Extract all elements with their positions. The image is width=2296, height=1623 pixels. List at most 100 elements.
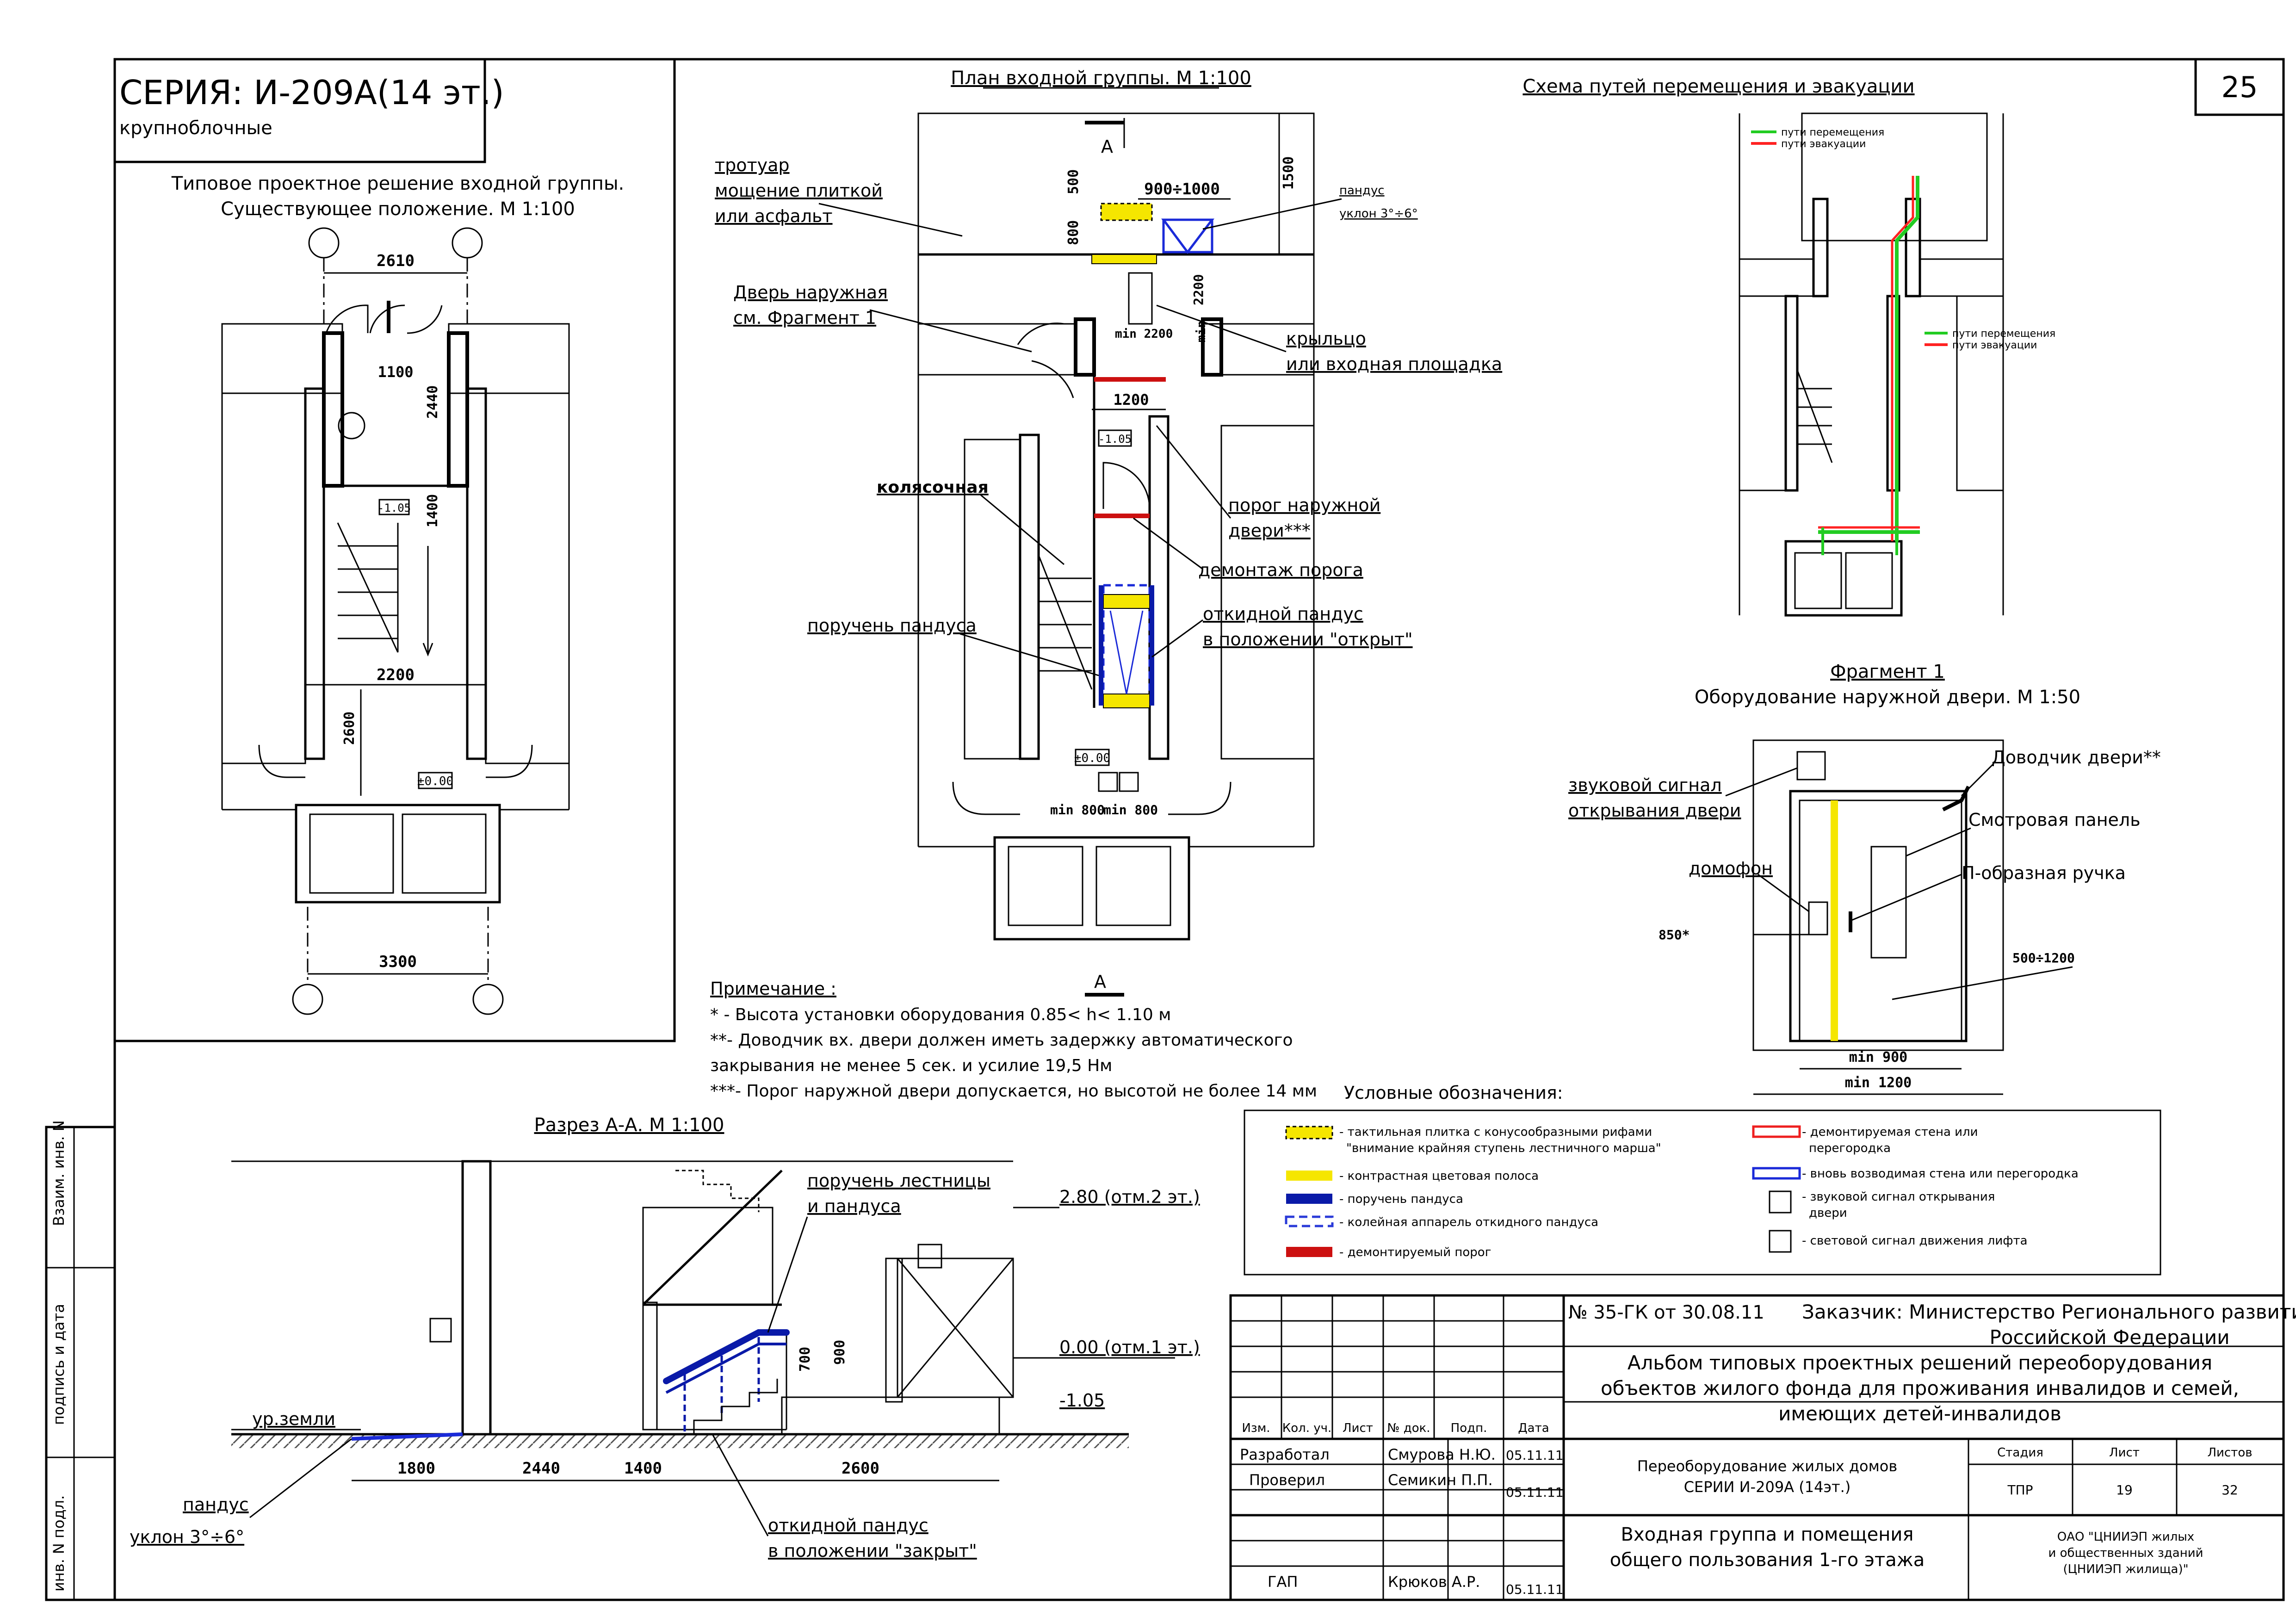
label-porch-1: крыльцо (1286, 328, 1366, 349)
stamp-work-2: СЕРИИ И-209А (14эт.) (1684, 1478, 1851, 1496)
stamp-gap-name: Крюков А.Р. (1388, 1573, 1480, 1591)
note-2: **- Доводчик вх. двери должен иметь заде… (710, 1031, 1293, 1050)
stamp-customer-1: Заказчик: Министерство Регионального раз… (1802, 1301, 2296, 1323)
section-level2: 2.80 (отм.2 эт.) (1059, 1187, 1200, 1207)
label-stroller: колясочная (877, 478, 989, 497)
stamp-album-2: объектов жилого фонда для проживания инв… (1601, 1377, 2239, 1400)
sheet-number-box: 25 (2194, 58, 2285, 116)
stamp-sheet-no: 19 (2116, 1482, 2133, 1498)
legend-r1: - вновь возводимая стена или перегородка (1802, 1167, 2079, 1181)
stamp-sheet-title-1: Входная группа и помещения (1621, 1524, 1914, 1545)
fragment-sound-1: звуковой сигнал (1568, 775, 1722, 795)
legend-l2: - поручень пандуса (1339, 1192, 1463, 1206)
existing-level-mark: -1.05 (378, 502, 411, 514)
existing-dim-1100: 1100 (378, 363, 413, 381)
label-door-2: см. Фрагмент 1 (733, 308, 876, 328)
section-dim-1800: 1800 (397, 1459, 435, 1478)
legend-l3: - колейная аппарель откидного пандуса (1339, 1215, 1598, 1229)
label-porch-2: или входная площадка (1286, 354, 1502, 374)
existing-dim-3300: 3300 (379, 953, 417, 971)
evac-legend-evac-1: пути эвакуации (1781, 138, 1866, 150)
section-title: Разрез А-А. М 1:100 (534, 1115, 724, 1136)
fragment-panel: Смотровая панель (1968, 810, 2141, 830)
stamp-work-1: Переоборудование жилых домов (1637, 1457, 1897, 1475)
section-ramp-2: уклон 3°÷6° (130, 1527, 244, 1547)
fragment-title-2: Оборудование наружной двери. М 1:50 (1695, 687, 2080, 708)
existing-plan: Типовое проектное решение входной группы… (171, 173, 625, 1015)
legend-l1: - контрастная цветовая полоса (1339, 1169, 1539, 1183)
plan-dim-min800-b: min 800 (1103, 802, 1158, 818)
stamp-h-2: Лист (1343, 1421, 1373, 1435)
stamp-dev-name: Смурова Н.Ю. (1388, 1446, 1496, 1463)
stamp-chk-name: Семикин П.П. (1388, 1471, 1493, 1489)
entrance-plan: План входной группы. М 1:100 А 900÷1000 … (715, 68, 1502, 997)
fragment-handle: П-образная ручка (1962, 863, 2126, 883)
stamp-h-4: Подп. (1451, 1421, 1487, 1435)
plan-dim-800: 800 (1065, 220, 1082, 245)
fragment-w500: 500÷1200 (2012, 950, 2075, 966)
stamp-chk-date: 05.11.11 (1506, 1485, 1564, 1500)
stamp-customer-2: Российской Федерации (1989, 1326, 2229, 1349)
legend-sound-icon (1769, 1190, 1792, 1214)
legend-title: Условные обозначения: (1344, 1083, 1563, 1103)
label-threshold-2: двери*** (1228, 520, 1311, 541)
stamp-sheets-h: Листов (2207, 1446, 2252, 1460)
plan-dim-900-1000: 900÷1000 (1144, 180, 1220, 198)
stamp-sheet-h: Лист (2109, 1446, 2140, 1460)
plan-level-zero: ±0.00 (1074, 751, 1110, 765)
label-ramp-1: пандус (1339, 184, 1385, 198)
label-door-1: Дверь наружная (733, 282, 888, 303)
plan-dim-min800-a: min 800 (1050, 802, 1105, 818)
intercom-icon (1808, 901, 1828, 935)
existing-title-1: Типовое проектное решение входной группы… (171, 173, 625, 194)
wheelchair-sign (1128, 272, 1153, 325)
section-dim-900: 900 (832, 1340, 848, 1365)
existing-dim-2440: 2440 (425, 385, 441, 419)
fragment-closer: Доводчик двери** (1992, 747, 2161, 768)
stamp-h-3: № док. (1387, 1421, 1430, 1435)
notes-title: Примечание : (710, 979, 836, 999)
section-aa: Разрез А-А. М 1:100 поручень лестницы (130, 1115, 1200, 1561)
side-label-1: Взаим. инв. N (50, 1120, 68, 1226)
label-ramp-rail: поручень пандуса (807, 615, 977, 636)
fragment-min1200: min 1200 (1845, 1075, 1912, 1091)
legend-l0b: "внимание крайняя ступень лестничного ма… (1346, 1141, 1661, 1155)
section-folding-ramp-1: откидной пандус (768, 1515, 928, 1536)
legend-r2b: двери (1809, 1206, 1847, 1220)
stamp-stage: ТПР (2007, 1482, 2033, 1498)
legend-light-icon (1769, 1230, 1792, 1253)
label-threshold-removal: демонтаж порога (1198, 560, 1363, 580)
existing-title-2: Существующее положение. М 1:100 (221, 198, 575, 220)
section-dim-2440: 2440 (522, 1459, 560, 1478)
section-ramp-1: пандус (183, 1494, 249, 1515)
existing-dim-2610: 2610 (377, 252, 415, 270)
plan-dim-min2200: min 2200 (1115, 327, 1173, 341)
section-stair-rail-2: и пандуса (807, 1196, 901, 1216)
stamp-album-3: имеющих детей-инвалидов (1778, 1402, 2061, 1425)
stamp-org-3: (ЦНИИЭП жилища)" (2063, 1562, 2188, 1576)
stamp-dev-date: 05.11.11 (1506, 1448, 1564, 1463)
section-dim-1400: 1400 (624, 1459, 662, 1478)
legend-r2: - звуковой сигнал открывания (1802, 1190, 1995, 1204)
stamp-sheet-title-2: общего пользования 1-го этажа (1610, 1549, 1925, 1571)
evac-title: Схема путей перемещения и эвакуации (1522, 76, 1914, 97)
stamp-dev-role: Разработал (1240, 1446, 1330, 1463)
stamp-gap-role: ГАП (1268, 1573, 1298, 1591)
section-dim-2600: 2600 (842, 1459, 879, 1478)
evac-legend-move-1: пути перемещения (1781, 127, 1884, 138)
existing-dim-2200: 2200 (377, 666, 415, 684)
label-threshold-1: порог наружной (1228, 495, 1380, 515)
fragment-min900: min 900 (1849, 1049, 1907, 1065)
label-folding-ramp-2: в положении "открыт" (1203, 629, 1413, 650)
side-label-2: подпись и дата (50, 1304, 68, 1425)
note-1: * - Высота установки оборудования 0.85< … (710, 1005, 1171, 1024)
stamp-h-5: Дата (1518, 1421, 1549, 1435)
legend-l0: - тактильная плитка с конусообразными ри… (1339, 1125, 1652, 1139)
legend-r0: - демонтируемая стена или (1802, 1125, 1978, 1139)
existing-level-zero: ±0.00 (417, 774, 453, 788)
series-title-box: СЕРИЯ: И-209А(14 эт.) крупноблочные (113, 58, 504, 163)
section-stair-rail-1: поручень лестницы (807, 1171, 990, 1191)
label-sidewalk-3: или асфальт (715, 206, 833, 226)
series-title: СЕРИЯ: И-209А(14 эт.) (119, 73, 504, 112)
